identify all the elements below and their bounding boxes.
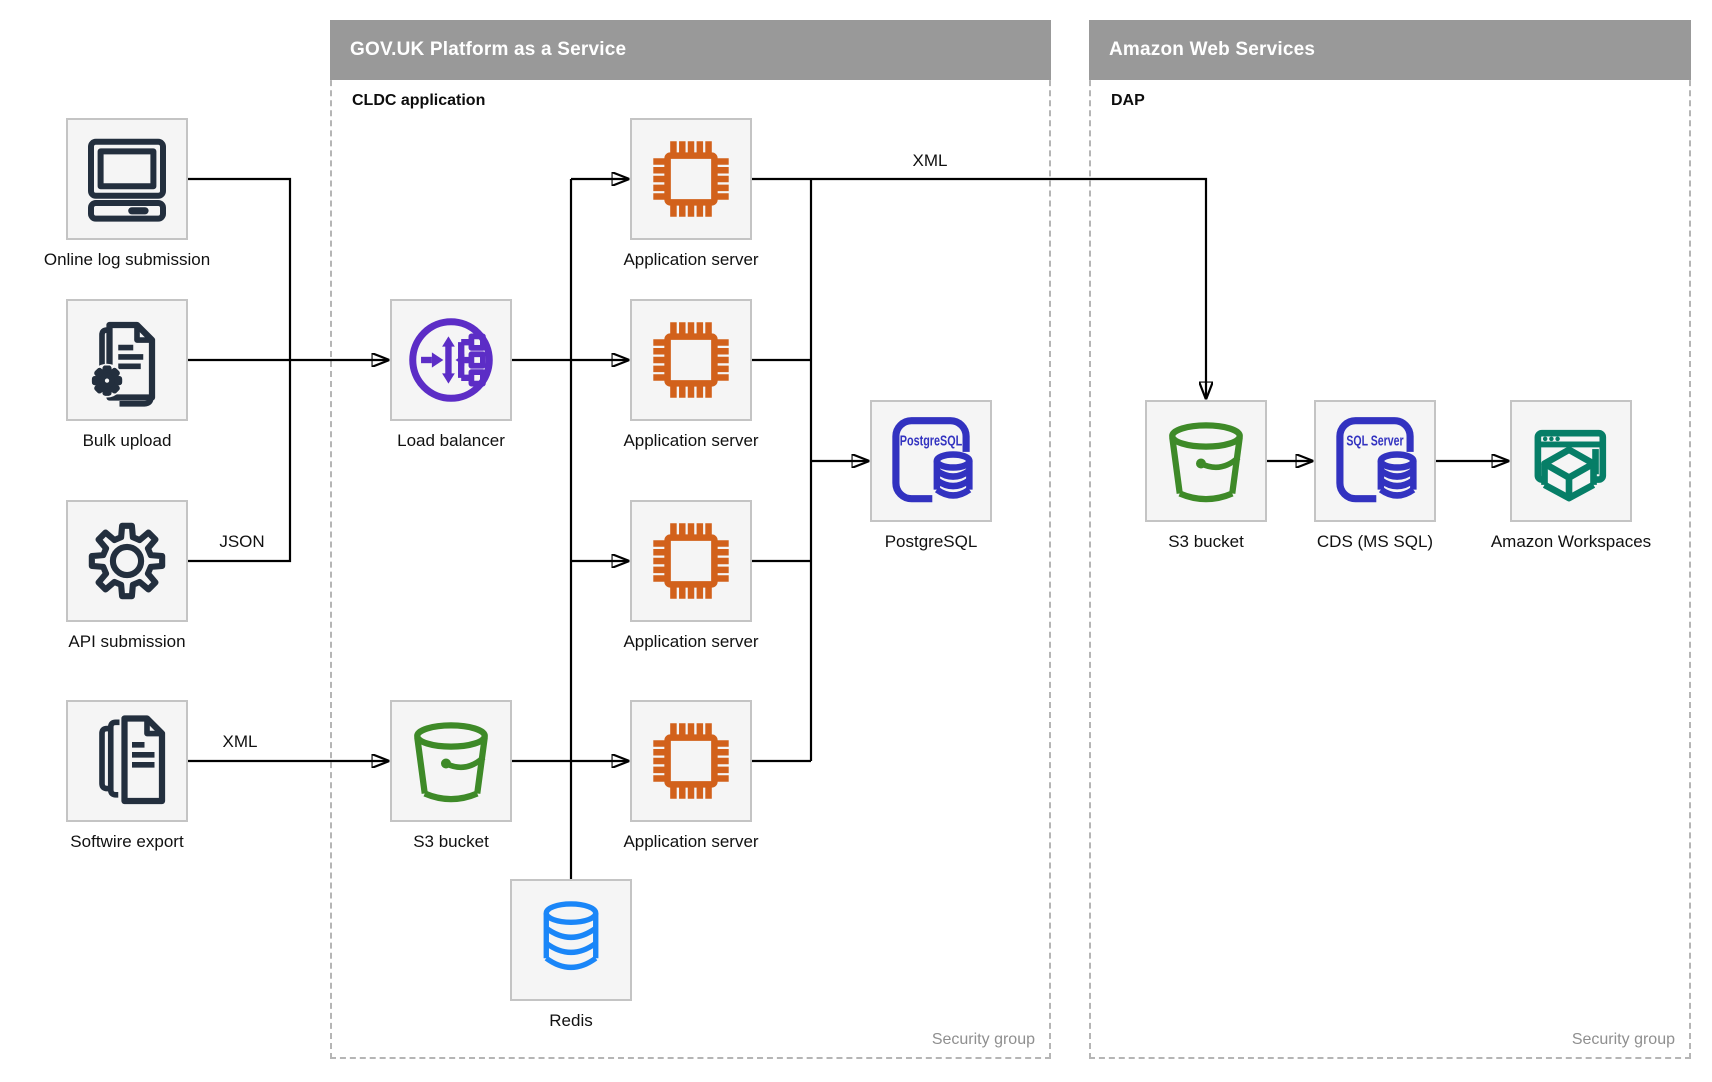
s3-bucket-icon	[1156, 411, 1256, 511]
container-sublabel: CLDC application	[352, 92, 486, 109]
edge-label-xml-aws: XML	[912, 151, 948, 170]
database-cylinder-icon	[543, 901, 599, 971]
edge-app1-to-aws-s3	[752, 177, 1206, 398]
document-gear-icon	[90, 321, 156, 407]
workspaces-icon	[1534, 429, 1607, 502]
node-label: Application server	[623, 250, 759, 269]
node-label: Redis	[549, 1011, 593, 1030]
container-aws: Amazon Web Services DAP Security group	[1089, 20, 1691, 1059]
sql-server-icon-text: SQL Server	[1346, 432, 1403, 449]
container-header: GOV.UK Platform as a Service	[330, 20, 1051, 80]
s3-bucket-shape[interactable]	[390, 700, 512, 822]
node-label: Application server	[623, 431, 759, 450]
s3-bucket-shape[interactable]	[1145, 400, 1267, 522]
node-label: S3 bucket	[413, 832, 489, 851]
application-server-shape[interactable]	[630, 299, 752, 421]
container-title: GOV.UK Platform as a Service	[350, 39, 627, 60]
api-submission-shape[interactable]	[66, 500, 188, 622]
documents-stack-icon	[99, 715, 166, 805]
edge-onlinelog-junction	[188, 177, 292, 360]
container-header: Amazon Web Services	[1089, 20, 1691, 80]
container-sublabel: DAP	[1111, 92, 1145, 109]
load-balancer-icon	[409, 318, 493, 402]
edge-api-junction	[188, 360, 292, 563]
node-amazon-workspaces: Amazon Workspaces	[1491, 400, 1651, 551]
redis-shape[interactable]	[510, 879, 632, 1001]
application-server-shape[interactable]	[630, 700, 752, 822]
edge-label-json: JSON	[219, 532, 265, 551]
node-load-balancer: Load balancer	[390, 299, 512, 450]
node-cds-ms-sql: SQL Server CDS (MS SQL)	[1314, 400, 1436, 551]
security-group-label: Security group	[1571, 1031, 1675, 1048]
security-group-label: Security group	[931, 1031, 1035, 1048]
node-softwire-export: Softwire export	[66, 700, 188, 851]
edge-label-xml-softwire: XML	[222, 732, 258, 751]
node-bulk-upload: Bulk upload	[66, 299, 188, 450]
application-server-shape[interactable]	[630, 118, 752, 240]
online-log-submission-shape[interactable]	[66, 118, 188, 240]
node-api-submission: API submission	[66, 500, 188, 651]
chip-icon	[639, 509, 743, 613]
node-label: Softwire export	[70, 832, 184, 851]
load-balancer-shape[interactable]	[390, 299, 512, 421]
node-label: Application server	[623, 832, 759, 851]
softwire-export-shape[interactable]	[66, 700, 188, 822]
node-redis: Redis	[510, 879, 632, 1030]
chip-icon	[639, 308, 743, 412]
node-application-server-4: Application server	[623, 700, 759, 851]
node-label: API submission	[68, 632, 186, 651]
node-label: S3 bucket	[1168, 532, 1244, 551]
node-label: CDS (MS SQL)	[1316, 532, 1434, 551]
node-label: Load balancer	[397, 431, 505, 450]
gear-icon	[88, 522, 166, 600]
node-online-log-submission: Online log submission	[44, 118, 210, 269]
node-s3-bucket-aws: S3 bucket	[1145, 400, 1267, 551]
node-s3-bucket-paas: S3 bucket	[390, 700, 512, 851]
node-label: Online log submission	[43, 250, 211, 269]
node-label: PostgreSQL	[884, 532, 978, 551]
chip-icon	[639, 127, 743, 231]
node-application-server-1: Application server	[623, 118, 759, 269]
chip-icon	[639, 709, 743, 813]
sql-server-icon: SQL Server	[1336, 417, 1421, 507]
node-application-server-2: Application server	[623, 299, 759, 450]
cds-shape[interactable]: SQL Server	[1314, 400, 1436, 522]
node-label: Application server	[623, 632, 759, 651]
node-application-server-3: Application server	[623, 500, 759, 651]
node-label: Bulk upload	[82, 431, 172, 450]
application-server-shape[interactable]	[630, 500, 752, 622]
postgresql-icon-text: PostgreSQL	[900, 432, 962, 449]
computer-icon	[88, 138, 166, 222]
bulk-upload-shape[interactable]	[66, 299, 188, 421]
node-postgresql: PostgreSQL PostgreSQL	[870, 400, 992, 551]
amazon-workspaces-shape[interactable]	[1510, 400, 1632, 522]
postgresql-shape[interactable]: PostgreSQL	[870, 400, 992, 522]
node-label: Amazon Workspaces	[1490, 532, 1652, 551]
postgresql-icon: PostgreSQL	[892, 417, 977, 507]
container-title: Amazon Web Services	[1109, 39, 1316, 60]
s3-bucket-icon	[401, 711, 501, 811]
